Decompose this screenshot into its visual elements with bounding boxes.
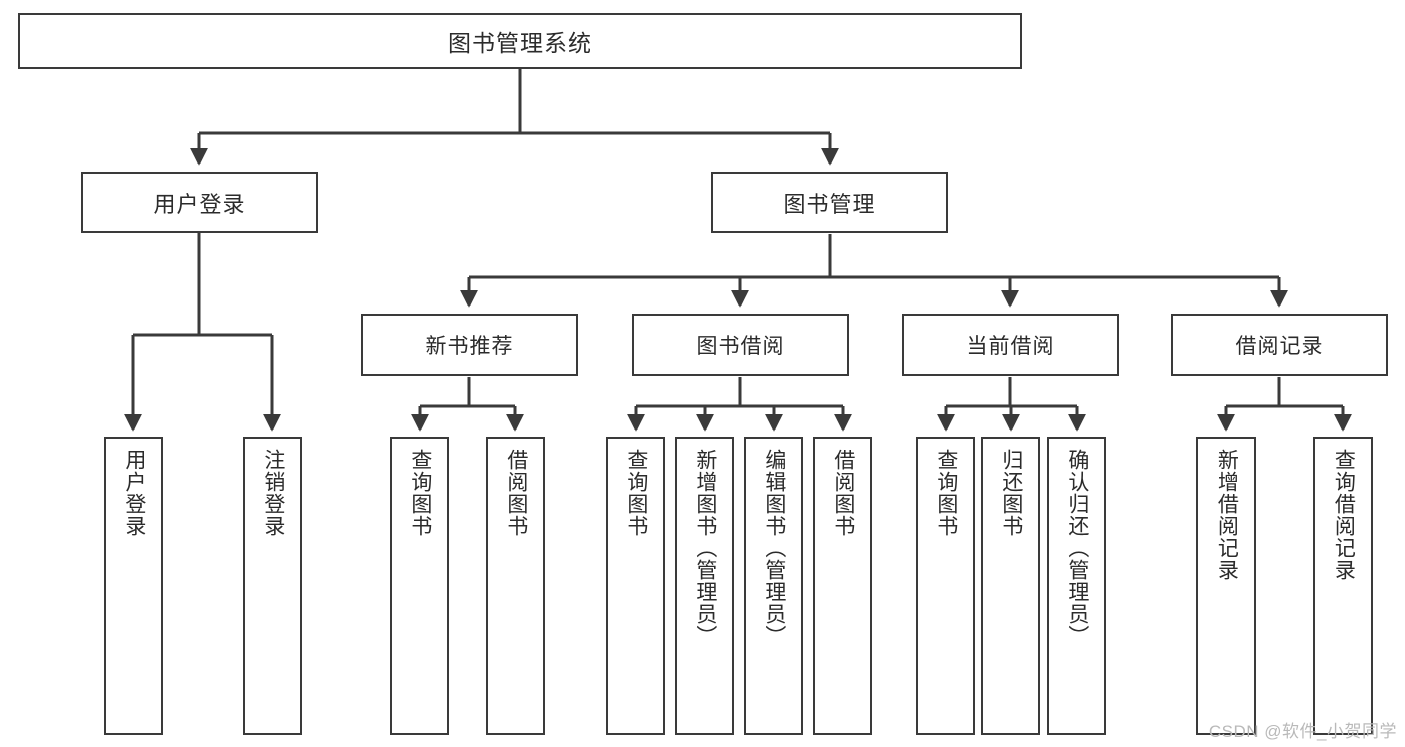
leaf-current-borrow-query[interactable]: 查询图书 bbox=[916, 437, 975, 735]
leaf-borrow-record-add[interactable]: 新增借阅记录 bbox=[1196, 437, 1256, 735]
node-borrow-record[interactable]: 借阅记录 bbox=[1171, 314, 1388, 376]
leaf-label: 查询图书 bbox=[934, 449, 958, 537]
node-current-borrow[interactable]: 当前借阅 bbox=[902, 314, 1119, 376]
leaf-label: 借阅图书 bbox=[504, 449, 528, 537]
leaf-label: 查询借阅记录 bbox=[1332, 449, 1356, 581]
leaf-book-borrow-borrow[interactable]: 借阅图书 bbox=[813, 437, 872, 735]
leaf-label: 查询图书 bbox=[624, 449, 648, 537]
leaf-label: 借阅图书 bbox=[831, 449, 855, 537]
leaf-new-book-query[interactable]: 查询图书 bbox=[390, 437, 449, 735]
node-root[interactable]: 图书管理系统 bbox=[18, 13, 1022, 69]
node-root-label: 图书管理系统 bbox=[448, 30, 592, 56]
leaf-label: 查询图书 bbox=[408, 449, 432, 537]
leaf-label: 归还图书 bbox=[999, 449, 1023, 537]
leaf-label: 用户登录 bbox=[122, 449, 146, 537]
node-new-book-recommend[interactable]: 新书推荐 bbox=[361, 314, 578, 376]
leaf-borrow-record-query[interactable]: 查询借阅记录 bbox=[1313, 437, 1373, 735]
leaf-user-login-logout[interactable]: 注销登录 bbox=[243, 437, 302, 735]
leaf-new-book-borrow[interactable]: 借阅图书 bbox=[486, 437, 545, 735]
leaf-current-borrow-confirm-return[interactable]: 确认归还（管理员） bbox=[1047, 437, 1106, 735]
leaf-label: 确认归还（管理员） bbox=[1065, 449, 1089, 647]
node-current-borrow-label: 当前借阅 bbox=[966, 335, 1055, 358]
node-book-management[interactable]: 图书管理 bbox=[711, 172, 948, 233]
node-user-login-label: 用户登录 bbox=[153, 191, 246, 217]
node-book-management-label: 图书管理 bbox=[783, 191, 876, 217]
leaf-book-borrow-add[interactable]: 新增图书（管理员） bbox=[675, 437, 734, 735]
node-borrow-record-label: 借阅记录 bbox=[1235, 335, 1324, 358]
leaf-book-borrow-edit[interactable]: 编辑图书（管理员） bbox=[744, 437, 803, 735]
leaf-label: 新增图书（管理员） bbox=[693, 449, 717, 647]
leaf-label: 新增借阅记录 bbox=[1215, 449, 1239, 581]
node-new-book-recommend-label: 新书推荐 bbox=[425, 335, 514, 358]
watermark: CSDN @软件_小贺同学 bbox=[1208, 722, 1397, 741]
node-user-login[interactable]: 用户登录 bbox=[81, 172, 318, 233]
leaf-current-borrow-return[interactable]: 归还图书 bbox=[981, 437, 1040, 735]
leaf-label: 编辑图书（管理员） bbox=[762, 449, 786, 647]
leaf-label: 注销登录 bbox=[261, 449, 285, 537]
node-book-borrow-label: 图书借阅 bbox=[696, 335, 785, 358]
leaf-book-borrow-query[interactable]: 查询图书 bbox=[606, 437, 665, 735]
node-book-borrow[interactable]: 图书借阅 bbox=[632, 314, 849, 376]
leaf-user-login-login[interactable]: 用户登录 bbox=[104, 437, 163, 735]
